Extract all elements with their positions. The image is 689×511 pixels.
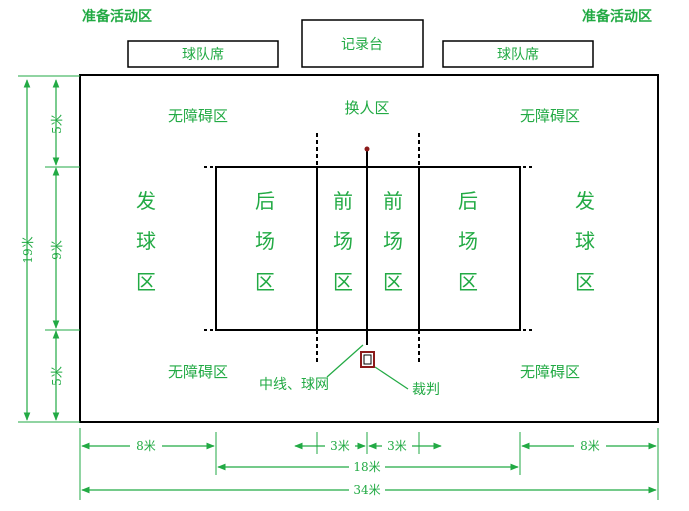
serve-zone-left-char-2: 球 [136, 229, 156, 253]
team-bench-left-box [127, 40, 279, 68]
front-court-right-char-1: 前 [383, 189, 403, 213]
net-post-top [364, 146, 370, 152]
dim-width-left-bg [130, 438, 162, 452]
front-court-left-char-2: 场 [333, 229, 353, 253]
free-zone-bottom-left-label: 无障碍区 [168, 363, 228, 381]
back-court-right-char-1: 后 [458, 189, 478, 213]
dim-width-attack-left-bg [325, 438, 355, 452]
serve-zone-right: 发 球 区 [575, 189, 595, 294]
referee-label: 裁判 [412, 382, 440, 398]
back-court-left-char-1: 后 [255, 189, 275, 213]
front-court-left-char-3: 区 [333, 270, 353, 294]
referee-stand-inner [363, 354, 372, 365]
warmup-area-left-label: 准备活动区 [82, 8, 152, 25]
back-court-right-char-2: 场 [458, 229, 478, 253]
dim-width-total-label: 34米 [353, 483, 380, 497]
dim-width-right-bg [574, 438, 606, 452]
referee-leader [374, 366, 409, 390]
dim-width-court-bg [349, 459, 385, 473]
front-court-right-char-3: 区 [383, 270, 403, 294]
dim-height-total-label: 19米 [21, 236, 35, 263]
free-zone-top-right-label: 无障碍区 [520, 107, 580, 125]
team-bench-left-label: 球队席 [182, 47, 224, 63]
dim-width-left-label: 8米 [136, 439, 156, 453]
scorer-table-label: 记录台 [341, 37, 383, 53]
serve-zone-right-char-3: 区 [575, 270, 595, 294]
serve-zone-left-char-1: 发 [136, 189, 156, 213]
center-line-net-label: 中线、球网 [259, 377, 329, 393]
back-court-left-char-2: 场 [255, 229, 275, 253]
front-court-left: 前 场 区 [333, 189, 353, 294]
dim-width-right-label: 8米 [580, 439, 600, 453]
substitution-zone-label: 换人区 [344, 99, 389, 117]
serve-zone-left-char-3: 区 [136, 270, 156, 294]
serve-zone-left: 发 球 区 [136, 189, 156, 294]
back-court-left-char-3: 区 [255, 270, 275, 294]
front-court-right-char-2: 场 [383, 229, 403, 253]
dim-width-attack-right-label: 3米 [387, 439, 407, 453]
team-bench-right-box [442, 40, 594, 68]
dim-height-top-label: 5米 [50, 114, 64, 134]
dim-width-court-label: 18米 [353, 460, 380, 474]
dim-width-attack-right-bg [382, 438, 412, 452]
dim-height-bottom-label: 5米 [50, 366, 64, 386]
back-court-right: 后 场 区 [458, 189, 478, 294]
dim-height-middle-label: 9米 [50, 240, 64, 260]
free-zone-top-left-label: 无障碍区 [168, 107, 228, 125]
dim-width-total-bg [349, 482, 385, 496]
team-bench-right-label: 球队席 [497, 47, 539, 63]
dim-width-attack-left-label: 3米 [330, 439, 350, 453]
back-court-right-char-3: 区 [458, 270, 478, 294]
center-line-net-leader [326, 344, 364, 378]
serve-zone-right-char-2: 球 [575, 229, 595, 253]
scorer-table-box [301, 19, 424, 68]
front-court-right: 前 场 区 [383, 189, 403, 294]
free-zone-bottom-right-label: 无障碍区 [520, 363, 580, 381]
venue-boundary [79, 74, 659, 423]
warmup-area-right-label: 准备活动区 [582, 8, 652, 25]
front-court-left-char-1: 前 [333, 189, 353, 213]
back-court-left: 后 场 区 [255, 189, 275, 294]
referee-stand [360, 351, 375, 368]
serve-zone-right-char-1: 发 [575, 189, 595, 213]
